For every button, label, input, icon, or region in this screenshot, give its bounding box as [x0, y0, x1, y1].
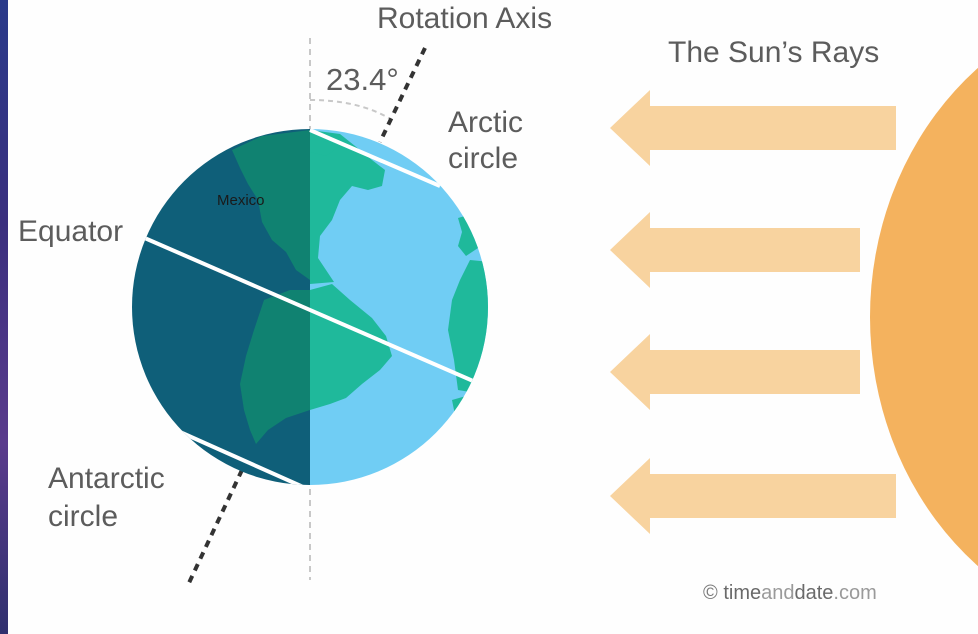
sun	[870, 67, 978, 567]
arctic-circle-label-line1: Arctic	[448, 106, 523, 139]
equator-label: Equator	[18, 215, 123, 248]
mexico-label: Mexico	[217, 192, 265, 209]
antarctic-circle-label-line2: circle	[48, 500, 118, 533]
antarctic-circle-line	[179, 430, 311, 485]
rotation-axis-top	[378, 47, 427, 143]
rotation-axis-label: Rotation Axis	[377, 2, 552, 35]
sun-ray-arrow	[610, 90, 896, 166]
antarctic-circle-label-line1: Antarctic	[48, 462, 165, 495]
equator-line	[139, 234, 481, 386]
sun-rays	[610, 90, 896, 534]
sun-rays-label: The Sun’s Rays	[668, 36, 879, 69]
credit-part-and: and	[761, 582, 794, 604]
credit-part-time: time	[723, 582, 761, 604]
continent-antarctic-edge	[452, 396, 470, 420]
continent-south-america-day	[310, 284, 392, 410]
credit-line: © timeanddate.com	[703, 582, 877, 604]
continent-south-america	[240, 290, 310, 444]
copyright-symbol: ©	[703, 582, 718, 604]
rotation-axis-bottom	[186, 469, 244, 586]
sun-ray-arrow	[610, 458, 896, 534]
credit-part-date: date	[794, 582, 833, 604]
arctic-circle-line	[309, 129, 441, 188]
sun-ray-arrow	[610, 334, 860, 410]
sun-disc	[870, 67, 978, 567]
arctic-circle-label-line2: circle	[448, 142, 518, 175]
continent-north-america-day	[310, 130, 385, 284]
tilt-angle-label: 23.4°	[326, 62, 399, 97]
continent-greenland	[310, 130, 340, 156]
earth	[132, 129, 488, 485]
credit-part-com: .com	[833, 582, 876, 604]
tilt-angle-arc	[309, 99, 393, 121]
continent-north-america	[232, 130, 310, 280]
credit-text: © timeanddate.com	[703, 582, 877, 604]
sun-ray-arrow	[610, 212, 860, 288]
